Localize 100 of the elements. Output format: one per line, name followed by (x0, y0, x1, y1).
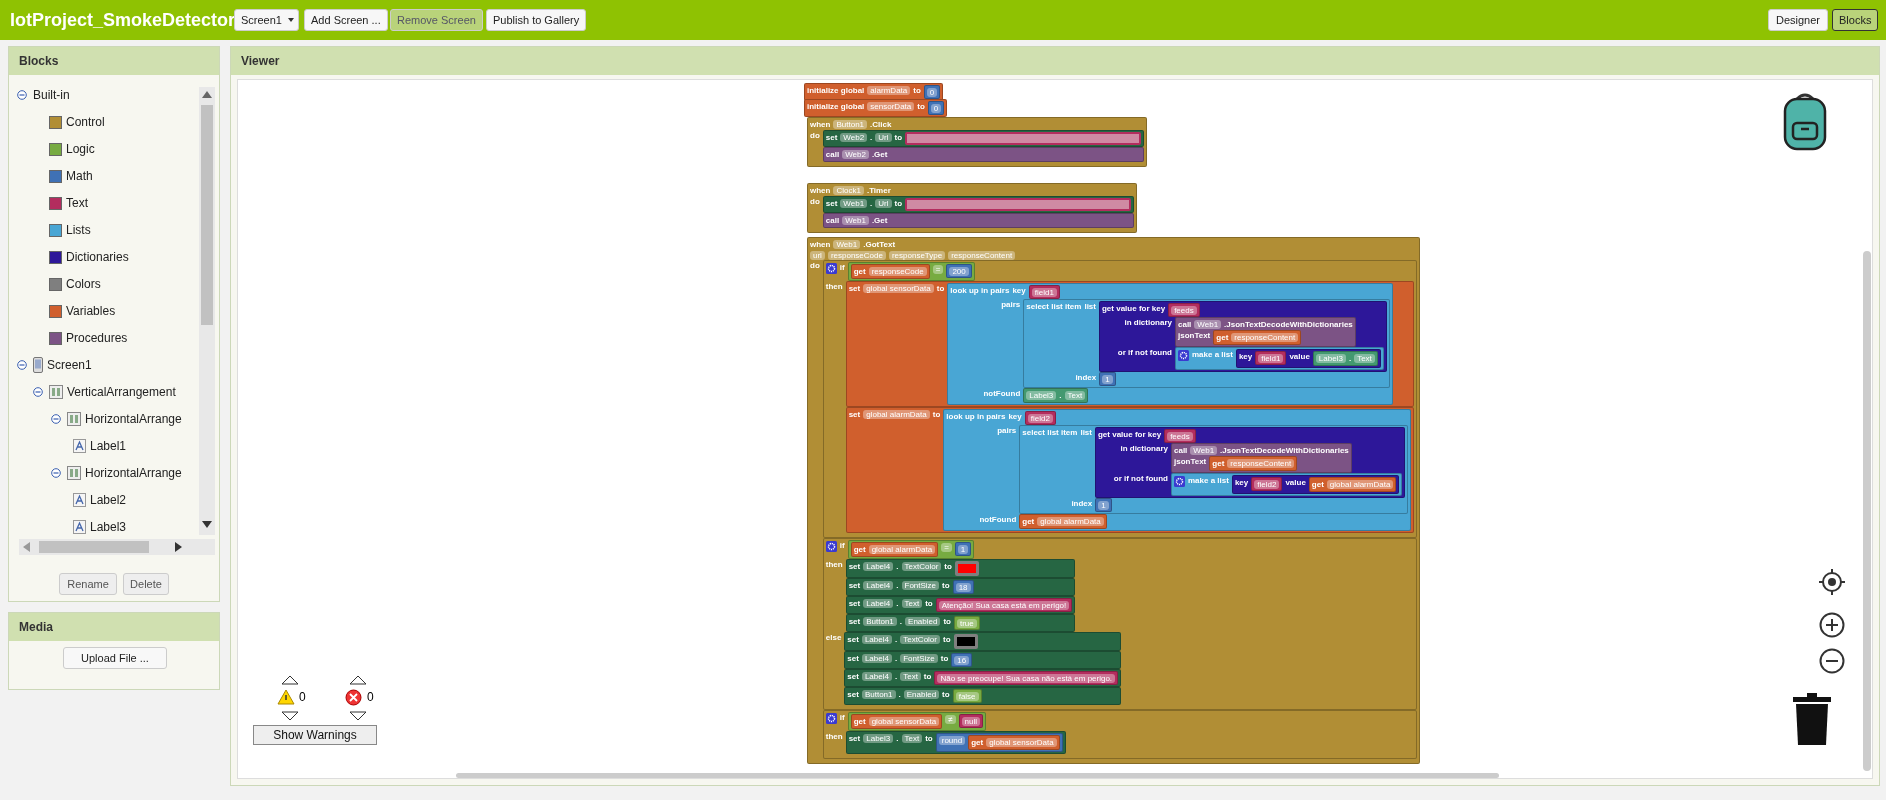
setter-block (845, 559, 1076, 578)
block-field: = (932, 265, 944, 274)
block-label: when (810, 119, 831, 130)
color-block (954, 561, 979, 576)
block-label: .Get (871, 149, 888, 160)
block-field: = (941, 543, 952, 552)
block-field: global alarmData (1037, 517, 1104, 526)
block-label: initialize global (807, 85, 865, 96)
block-label: to (943, 634, 951, 645)
block-label: do (810, 260, 820, 271)
setter-block (844, 651, 1122, 669)
toolbar-button: Blocks (1832, 9, 1879, 31)
method-call-block (822, 147, 1145, 162)
block-label: in dictionary (1123, 317, 1172, 328)
block-label: if (839, 540, 845, 551)
block-label: set (848, 580, 861, 591)
block-label: notFound (978, 514, 1017, 525)
event-handler-block (807, 237, 1421, 764)
setter-block (845, 731, 1066, 754)
block-field: url (810, 251, 825, 260)
block-label: set (848, 561, 861, 572)
block-label: .JsonTextDecodeWithDictionaries (1220, 445, 1349, 456)
block-label: get (853, 716, 866, 727)
block-field: 200 (949, 267, 969, 276)
panel-title: Media (19, 620, 53, 634)
block-label: set (847, 671, 859, 682)
block-field: global alarmData (868, 545, 936, 554)
tree-label: Built-in (33, 88, 70, 102)
block-label: get value for key (1102, 303, 1166, 314)
block-label: get (1216, 332, 1229, 343)
block-label: else (825, 632, 842, 643)
block-label: to (940, 653, 949, 664)
block-field: Label4 (861, 654, 892, 663)
block-label: to (923, 671, 932, 682)
list-block (1175, 347, 1384, 370)
block-label: in dictionary (1119, 443, 1168, 454)
block-field: responseContent (1231, 333, 1299, 342)
if-block (822, 538, 1418, 710)
block-label: call (1178, 319, 1192, 330)
tree-label: Dictionaries (66, 250, 129, 264)
block-label: initialize global (807, 101, 865, 112)
tree-label: Screen1 (47, 358, 92, 372)
block-label: list (1080, 427, 1092, 438)
block-field: responseType (888, 251, 946, 260)
block-label: when (810, 239, 831, 250)
block-field: feeds (1167, 432, 1193, 441)
block-field: field2 (1027, 414, 1053, 423)
block-field: Não se preocupe! Sua casa não está em perigo. (937, 674, 1116, 683)
block-label: set (848, 409, 861, 420)
block-label: . (870, 132, 873, 143)
variable-block (1213, 330, 1302, 345)
block-label: to (932, 409, 941, 420)
block-label: when (810, 185, 831, 196)
panel-button: Upload File ... (63, 647, 167, 669)
block-label: get value for key (1098, 429, 1162, 440)
block-label: get (853, 266, 866, 277)
block-field: Label4 (861, 672, 892, 681)
tree-label: Lists (66, 223, 91, 237)
block-field: Text (1354, 354, 1375, 363)
block-label: call (825, 149, 840, 160)
toolbar-button: Add Screen ... (304, 9, 388, 31)
panel-title: Viewer (241, 54, 280, 68)
dictionary-block (1231, 475, 1400, 494)
block-label: jsonText (1178, 330, 1211, 341)
block-field: global alarmData (863, 410, 930, 419)
variable-block (845, 281, 1415, 407)
color-block (953, 634, 978, 649)
block-field: ≠ (945, 715, 956, 724)
block-field: false (955, 692, 979, 701)
block-field: field1 (1031, 288, 1057, 297)
list-block (1023, 299, 1390, 388)
block-field: Text (901, 599, 923, 608)
block-field: 16 (954, 656, 970, 665)
tree-label: Math (66, 169, 93, 183)
block-label: call (1174, 445, 1188, 456)
block-field: Web1 (1194, 320, 1222, 329)
block-field: null (961, 717, 980, 726)
block-field: Label4 (863, 599, 894, 608)
tree-label: Label1 (90, 439, 127, 453)
math-block (935, 733, 1063, 752)
block-label: pairs (996, 425, 1017, 436)
variable-block (845, 407, 1415, 533)
block-field: Enabled (903, 690, 940, 699)
block-field: global sensorData (868, 717, 940, 726)
block-label: set (825, 198, 838, 209)
toolbar-button: Publish to Gallery (486, 9, 587, 31)
block-field: FontSize (900, 654, 938, 663)
block-field: field1 (1258, 354, 1284, 363)
block-field: Clock1 (833, 186, 864, 195)
block-label: . (894, 671, 898, 682)
count-label: 0 (367, 690, 374, 704)
block-field: Web1 (833, 240, 861, 249)
property-getter-block (1023, 388, 1089, 403)
setter-block (844, 669, 1122, 687)
variable-block (1209, 456, 1298, 471)
block-label: . (1059, 390, 1062, 401)
dictionary-block (1235, 349, 1381, 368)
block-label: set (848, 283, 861, 294)
block-label: .GotText (863, 239, 896, 250)
block-field: Web1 (1190, 446, 1218, 455)
